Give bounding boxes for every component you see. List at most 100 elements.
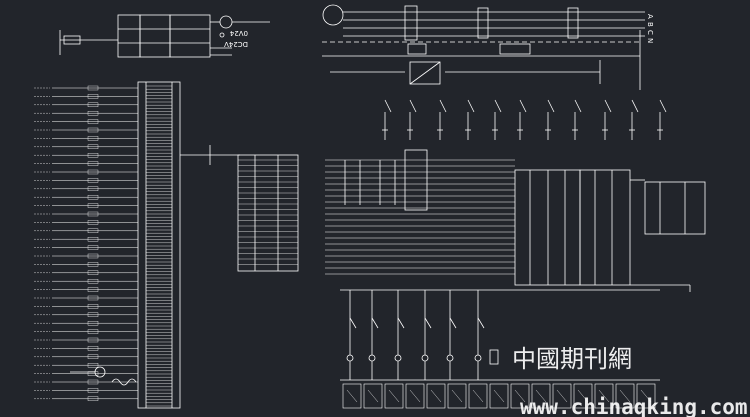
contact [87, 253, 99, 259]
output-terminal [636, 383, 656, 409]
terminal-mark [409, 389, 421, 403]
switch-blade [384, 99, 392, 113]
output-terminal [510, 383, 530, 409]
terminal-mark [346, 389, 358, 403]
terminal-mark [619, 389, 631, 403]
terminal-mark [388, 389, 400, 403]
terminal-mark [451, 389, 463, 403]
contact [87, 236, 99, 242]
contact [87, 304, 99, 309]
contact [87, 152, 99, 158]
switch-blade [659, 99, 667, 113]
relay-contact [397, 317, 405, 329]
terminal-mark [640, 389, 652, 403]
contact [87, 295, 99, 301]
output-terminal [426, 383, 446, 409]
switch-blade [631, 99, 639, 113]
terminal-mark [598, 389, 610, 403]
contact [87, 178, 99, 183]
relay-coil [421, 354, 429, 362]
contact [87, 363, 99, 368]
output-terminal [363, 383, 383, 409]
contact [87, 211, 99, 217]
contact [87, 119, 99, 124]
terminal-mark [535, 389, 547, 403]
contact [87, 245, 99, 250]
contact [87, 346, 99, 351]
switch-blade [547, 99, 555, 113]
contact [87, 321, 99, 326]
power-supply-block: DC24V 0V24 [59, 14, 270, 58]
terminal-mark [472, 389, 484, 403]
contact [87, 312, 99, 317]
relay-contact [424, 317, 432, 329]
relay-contact [477, 317, 485, 329]
terminal-mark [556, 389, 568, 403]
dc-supply-label: DC24V [224, 40, 248, 48]
terminal-mark [514, 389, 526, 403]
contact [87, 102, 99, 108]
watermark-cn: 中國期刊網 [512, 345, 632, 373]
contact [87, 85, 99, 91]
output-terminal [489, 383, 509, 409]
contact [87, 144, 99, 150]
switch-blade [519, 99, 527, 113]
contact [87, 379, 99, 385]
switch-blade [467, 99, 475, 113]
output-terminal [468, 383, 488, 409]
relay-coil [474, 354, 482, 362]
output-terminal [552, 383, 572, 409]
terminal-mark [493, 389, 505, 403]
output-terminal [573, 383, 593, 409]
connector-block [237, 154, 299, 272]
relay-coil [394, 354, 402, 362]
contact [87, 220, 99, 225]
dc-supply-label-2: 0V24 [229, 29, 248, 37]
contact [87, 94, 99, 99]
terminal-strip [137, 81, 240, 409]
contact [87, 396, 99, 401]
contact [87, 388, 99, 393]
contact [87, 270, 99, 275]
phase-b-label: B [646, 22, 654, 27]
contact [87, 127, 99, 133]
coil-symbol [70, 366, 137, 386]
input-wiring-rows [34, 85, 138, 401]
contact [87, 203, 99, 208]
contact [87, 329, 99, 334]
relay-coil [368, 354, 376, 362]
switch-blade [574, 99, 582, 113]
contact [87, 110, 99, 116]
contact [87, 287, 99, 292]
contact-switches [382, 99, 667, 140]
relay-contact [349, 317, 357, 329]
plc-io-wiring [325, 149, 706, 292]
output-terminal [384, 383, 404, 409]
output-terminal [531, 383, 551, 409]
switch-blade [494, 99, 502, 113]
output-terminal [615, 383, 635, 409]
output-terminal [594, 383, 614, 409]
relay-coil [346, 354, 354, 362]
phase-c-label: C [646, 30, 654, 35]
contact [87, 337, 99, 343]
output-terminal [405, 383, 425, 409]
contact [87, 186, 99, 192]
relay-coil [446, 354, 454, 362]
relay-contact [371, 317, 379, 329]
switch-blade [439, 99, 447, 113]
three-phase-circuit: A B C N [322, 4, 654, 90]
contact [87, 161, 99, 166]
contact [87, 194, 99, 200]
switch-blade [409, 99, 417, 113]
output-terminal [447, 383, 467, 409]
neutral-label: N [646, 38, 654, 43]
watermark-url: www.chinaqking.com [520, 395, 748, 417]
contact [87, 228, 99, 234]
terminal-mark [430, 389, 442, 403]
contact [87, 354, 99, 359]
contact [87, 262, 99, 267]
contact [87, 279, 99, 284]
phase-a-label: A [646, 14, 654, 19]
